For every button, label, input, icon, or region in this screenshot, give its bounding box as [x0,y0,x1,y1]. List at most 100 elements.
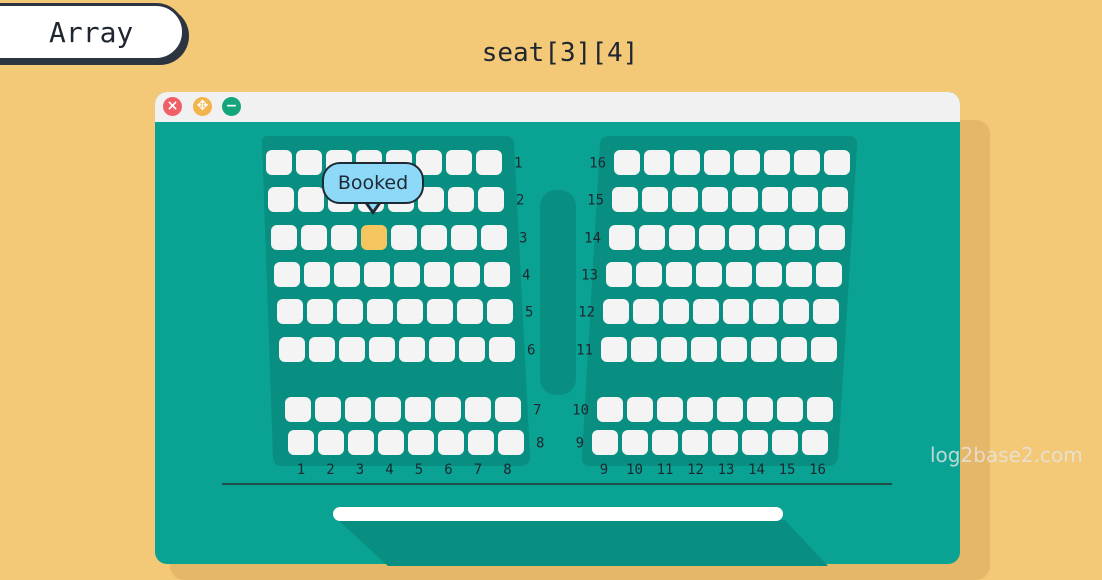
seat[interactable] [268,187,294,212]
seat[interactable] [495,397,521,422]
seat[interactable] [717,397,743,422]
seat[interactable] [789,225,815,250]
seat[interactable] [822,187,848,212]
seat[interactable] [696,262,722,287]
seat[interactable] [315,397,341,422]
seat[interactable] [824,150,850,175]
seat[interactable] [476,150,502,175]
seat[interactable] [756,262,782,287]
seat[interactable] [498,430,524,455]
seat[interactable] [633,299,659,324]
seat[interactable] [288,430,314,455]
seat[interactable] [435,397,461,422]
seat[interactable] [807,397,833,422]
seat-booked[interactable] [361,225,387,250]
seat[interactable] [489,337,515,362]
seat[interactable] [606,262,632,287]
seat[interactable] [666,262,692,287]
seat[interactable] [783,299,809,324]
seat[interactable] [687,397,713,422]
seat[interactable] [339,337,365,362]
seat[interactable] [301,225,327,250]
seat[interactable] [674,150,700,175]
seat[interactable] [277,299,303,324]
seat[interactable] [429,337,455,362]
seat[interactable] [405,397,431,422]
seat[interactable] [693,299,719,324]
seat[interactable] [603,299,629,324]
seat[interactable] [334,262,360,287]
seat[interactable] [481,225,507,250]
seat[interactable] [397,299,423,324]
seat[interactable] [726,262,752,287]
seat[interactable] [622,430,648,455]
seat[interactable] [367,299,393,324]
seat[interactable] [446,150,472,175]
seat[interactable] [639,225,665,250]
seat[interactable] [457,299,483,324]
seat[interactable] [451,225,477,250]
seat[interactable] [465,397,491,422]
seat[interactable] [729,225,755,250]
seat[interactable] [669,225,695,250]
seat[interactable] [747,397,773,422]
seat[interactable] [364,262,390,287]
seat[interactable] [438,430,464,455]
seat[interactable] [742,430,768,455]
seat[interactable] [597,397,623,422]
seat[interactable] [331,225,357,250]
seat[interactable] [266,150,292,175]
seat[interactable] [631,337,657,362]
seat[interactable] [416,150,442,175]
expand-icon[interactable]: ✥ [193,97,212,116]
seat[interactable] [764,150,790,175]
seat[interactable] [661,337,687,362]
seat[interactable] [642,187,668,212]
seat[interactable] [408,430,434,455]
seat[interactable] [704,150,730,175]
seat[interactable] [391,225,417,250]
seat[interactable] [794,150,820,175]
seat[interactable] [468,430,494,455]
seat[interactable] [636,262,662,287]
seat[interactable] [702,187,728,212]
close-icon[interactable]: × [163,97,182,116]
seat[interactable] [394,262,420,287]
seat[interactable] [781,337,807,362]
seat[interactable] [348,430,374,455]
seat[interactable] [816,262,842,287]
seat[interactable] [811,337,837,362]
seat[interactable] [424,262,450,287]
seat[interactable] [459,337,485,362]
seat[interactable] [309,337,335,362]
seat[interactable] [813,299,839,324]
seat[interactable] [657,397,683,422]
seat[interactable] [307,299,333,324]
seat[interactable] [663,299,689,324]
seat[interactable] [345,397,371,422]
seat[interactable] [652,430,678,455]
seat[interactable] [427,299,453,324]
seat[interactable] [682,430,708,455]
seat[interactable] [772,430,798,455]
seat[interactable] [802,430,828,455]
seat[interactable] [699,225,725,250]
seat[interactable] [304,262,330,287]
seat[interactable] [627,397,653,422]
seat[interactable] [454,262,480,287]
seat[interactable] [734,150,760,175]
seat[interactable] [792,187,818,212]
seat[interactable] [612,187,638,212]
seat[interactable] [279,337,305,362]
seat[interactable] [592,430,618,455]
seat[interactable] [337,299,363,324]
seat[interactable] [751,337,777,362]
seat[interactable] [318,430,344,455]
seat[interactable] [271,225,297,250]
seat[interactable] [777,397,803,422]
minimize-icon[interactable]: − [222,97,241,116]
seat[interactable] [296,150,322,175]
seat[interactable] [721,337,747,362]
seat[interactable] [274,262,300,287]
seat[interactable] [609,225,635,250]
